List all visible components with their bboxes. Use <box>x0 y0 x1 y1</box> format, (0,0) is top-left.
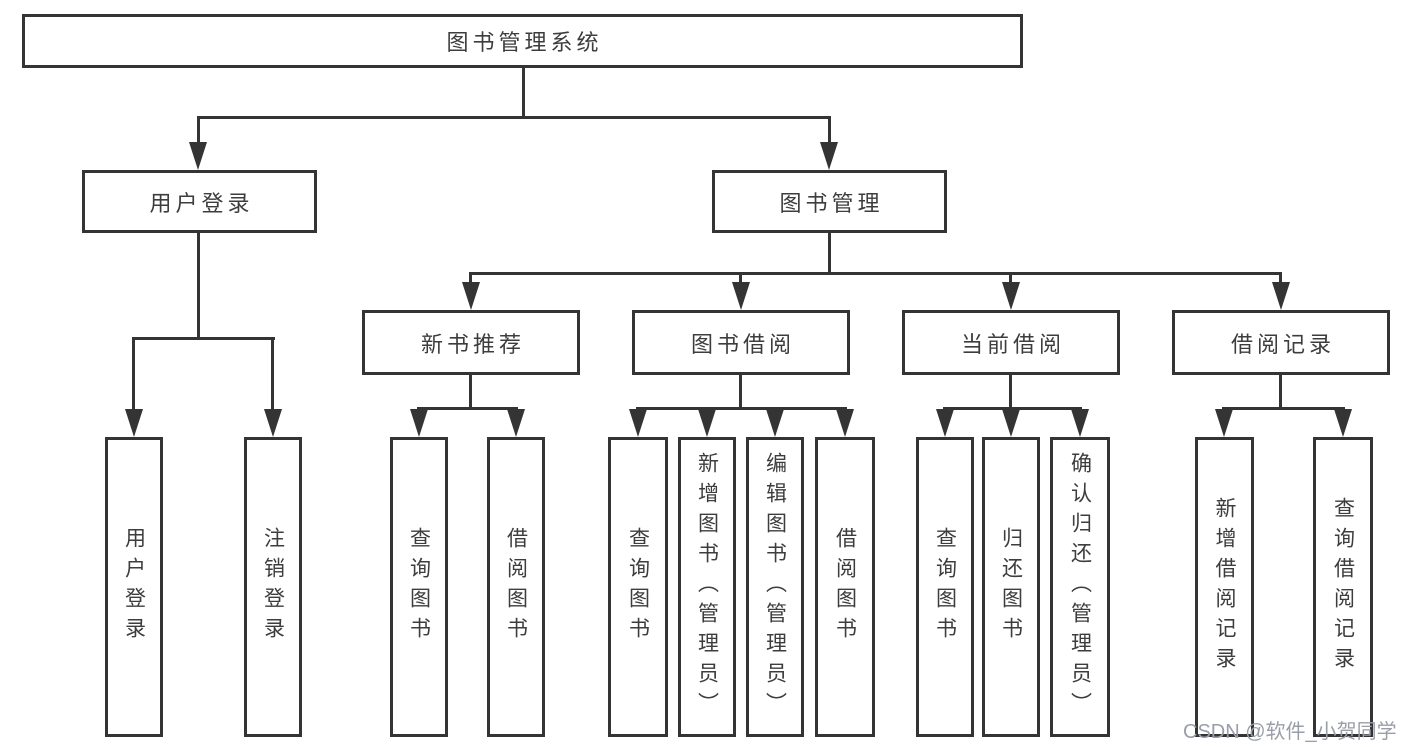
node-label: 图书管理 <box>779 190 884 216</box>
arrowhead-down-icon <box>410 409 428 437</box>
connector-line <box>522 68 525 116</box>
csdn-watermark: CSDN @软件_小贺同学 <box>1183 721 1397 743</box>
connector-line <box>1009 272 1012 284</box>
connector-line <box>943 407 1082 410</box>
leaf-edit-books-admin: 编辑图书（管理员） <box>746 437 804 737</box>
leaf-label: 编辑图书（管理员） <box>763 452 787 722</box>
arrowhead-down-icon <box>125 409 143 437</box>
arrowhead-down-icon <box>1215 409 1233 437</box>
node-label: 图书借阅 <box>690 331 795 357</box>
connector-line <box>1279 272 1282 284</box>
node-book-management: 图书管理 <box>712 170 947 233</box>
arrowhead-down-icon <box>820 142 838 170</box>
connector-line <box>739 375 742 407</box>
leaf-add-books-admin: 新增图书（管理员） <box>678 437 736 737</box>
arrowhead-down-icon <box>1272 282 1290 310</box>
node-library-system: 图书管理系统 <box>22 14 1023 68</box>
node-label: 当前借阅 <box>960 331 1065 357</box>
connector-line <box>828 233 831 272</box>
connector-line <box>469 272 1282 275</box>
arrowhead-down-icon <box>189 142 207 170</box>
connector-line <box>417 407 518 410</box>
leaf-label: 新增图书（管理员） <box>695 452 719 722</box>
leaf-label: 用户登录 <box>122 527 146 647</box>
node-label: 借阅记录 <box>1230 331 1335 357</box>
leaf-add-borrow-record: 新增借阅记录 <box>1195 437 1254 737</box>
arrowhead-down-icon <box>732 282 750 310</box>
arrowhead-down-icon <box>698 409 716 437</box>
connector-line <box>469 272 472 284</box>
leaf-label: 查询借阅记录 <box>1331 497 1355 677</box>
connector-line <box>197 116 831 119</box>
leaf-query-borrow-record: 查询借阅记录 <box>1313 437 1373 737</box>
leaf-confirm-return-admin: 确认归还（管理员） <box>1050 437 1110 737</box>
arrowhead-down-icon <box>1334 409 1352 437</box>
leaf-label: 借阅图书 <box>504 527 528 647</box>
node-new-book-recommendation: 新书推荐 <box>362 310 580 375</box>
connector-line <box>1279 375 1282 407</box>
arrowhead-down-icon <box>1002 282 1020 310</box>
leaf-borrow-books-rec: 借阅图书 <box>487 437 545 737</box>
connector-line <box>828 116 831 145</box>
node-borrowing-records: 借阅记录 <box>1172 310 1390 375</box>
leaf-query-books-borrow: 查询图书 <box>608 437 668 737</box>
arrowhead-down-icon <box>629 409 647 437</box>
leaf-user-login: 用户登录 <box>105 437 163 737</box>
node-user-login: 用户登录 <box>82 170 317 233</box>
connector-line <box>197 116 200 145</box>
arrowhead-down-icon <box>936 409 954 437</box>
leaf-label: 查询图书 <box>407 527 431 647</box>
arrowhead-down-icon <box>462 282 480 310</box>
connector-line <box>197 233 200 337</box>
arrowhead-down-icon <box>766 409 784 437</box>
leaf-label: 注销登录 <box>261 527 285 647</box>
leaf-label: 确认归还（管理员） <box>1068 452 1092 722</box>
leaf-query-books-current: 查询图书 <box>916 437 974 737</box>
arrowhead-down-icon <box>1002 409 1020 437</box>
connector-line <box>1009 375 1012 407</box>
leaf-logout: 注销登录 <box>244 437 302 737</box>
connector-line <box>1222 407 1345 410</box>
leaf-borrow-books: 借阅图书 <box>815 437 875 737</box>
connector-line <box>636 407 847 410</box>
leaf-label: 查询图书 <box>626 527 650 647</box>
connector-line <box>132 337 135 412</box>
leaf-label: 查询图书 <box>933 527 957 647</box>
arrowhead-down-icon <box>836 409 854 437</box>
arrowhead-down-icon <box>264 409 282 437</box>
node-label: 图书管理系统 <box>446 30 603 55</box>
node-label: 新书推荐 <box>420 331 525 357</box>
leaf-query-books-rec: 查询图书 <box>390 437 448 737</box>
connector-line <box>469 375 472 407</box>
node-current-borrowing: 当前借阅 <box>902 310 1120 375</box>
leaf-return-books: 归还图书 <box>982 437 1040 737</box>
arrowhead-down-icon <box>1071 409 1089 437</box>
connector-line <box>739 272 742 284</box>
connector-line <box>132 337 275 340</box>
leaf-label: 归还图书 <box>999 527 1023 647</box>
leaf-label: 新增借阅记录 <box>1213 497 1236 677</box>
leaf-label: 借阅图书 <box>833 527 857 647</box>
connector-line <box>271 337 274 412</box>
node-label: 用户登录 <box>149 190 254 216</box>
node-book-borrowing: 图书借阅 <box>632 310 850 375</box>
arrowhead-down-icon <box>507 409 525 437</box>
